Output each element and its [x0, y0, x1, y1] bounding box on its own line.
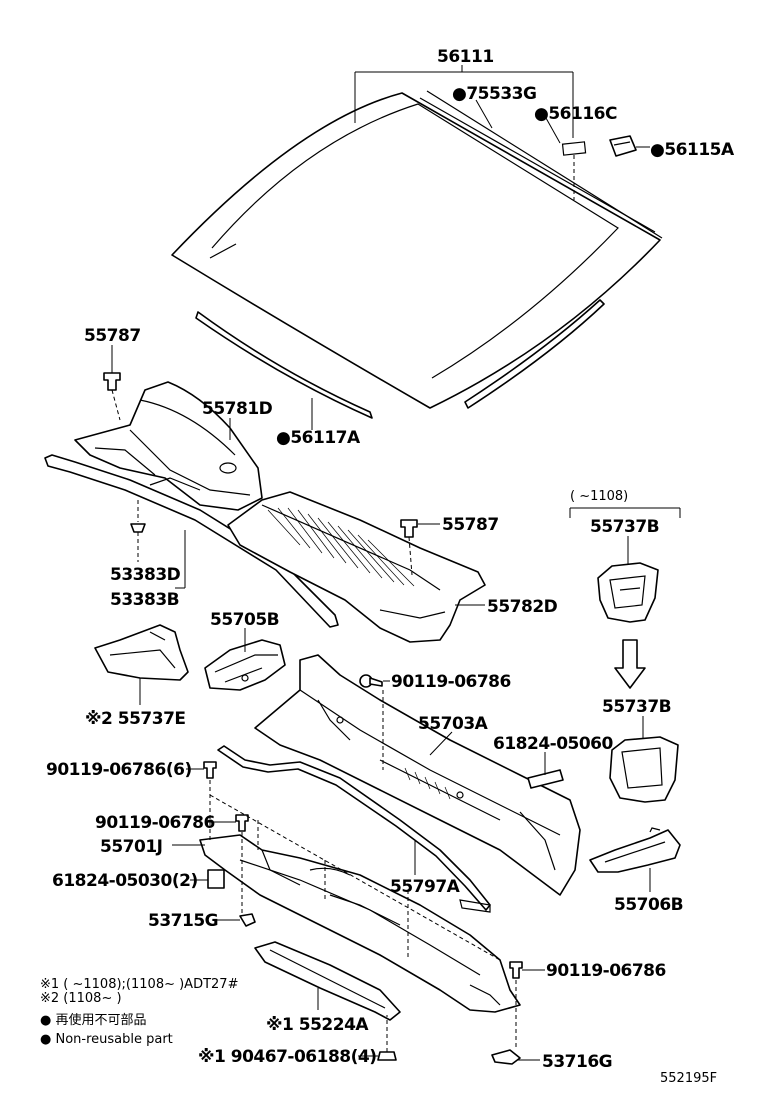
cowl-pad-61824-05060	[527, 769, 564, 789]
label-90119-top: 90119-06786	[391, 672, 511, 692]
rain-sensor-bracket	[609, 135, 637, 157]
label-55787-lower: 55787	[442, 515, 499, 535]
label-55782d: 55782D	[487, 597, 558, 617]
cowl-bracket-55706b	[589, 827, 681, 873]
label-56116c: ●56116C	[534, 104, 617, 124]
label-55737b-lower: 55737B	[602, 697, 671, 717]
label-61824-05060: 61824-05060	[493, 734, 614, 754]
label-55737b-upper: 55737B	[590, 517, 659, 537]
label-90119-left: 90119-06786	[95, 813, 215, 833]
label-53383b: 53383B	[110, 590, 179, 610]
rear-view-mirror-bracket	[561, 141, 587, 156]
clip-55787-lower	[400, 519, 418, 538]
legend-note-2: ※2 (1108~ )	[40, 991, 122, 1006]
label-55737b-range: ( ~1108)	[570, 489, 628, 504]
label-56115a: ●56115A	[650, 140, 735, 160]
label-55224a: ※1 55224A	[266, 1015, 369, 1035]
label-55705b: 55705B	[210, 610, 279, 630]
label-90119-right: 90119-06786	[546, 961, 666, 981]
bolt-90119-top	[359, 674, 383, 688]
label-61824-05030: 61824-05030(2)	[52, 871, 198, 891]
label-53716g: 53716G	[542, 1052, 612, 1072]
cowl-panel-outer	[199, 834, 521, 1013]
cowl-top-vent-louver-left	[74, 381, 263, 511]
cowl-seal-long	[44, 454, 339, 628]
windshield-glass	[171, 90, 663, 409]
legend: ※1 ( ~1108);(1108~ )ADT27# ※2 (1108~ ) ●…	[40, 977, 238, 1047]
bolt-90119-qty6	[203, 761, 217, 779]
legend-nonreusable-en: ● Non-reusable part	[40, 1032, 173, 1047]
windshield-moulding-left	[195, 311, 373, 419]
legend-note-1: ※1 ( ~1108);(1108~ )ADT27#	[40, 977, 238, 992]
bolt-90119-right	[509, 961, 523, 979]
bolt-90119-left	[235, 814, 249, 832]
label-55781d: 55781D	[202, 399, 273, 419]
cowl-to-hood-seal	[217, 745, 491, 913]
pad-61824-05030	[207, 869, 225, 889]
label-56117a: ●56117A	[276, 428, 361, 448]
cowl-side-seal-55737b-upper	[597, 562, 659, 623]
cowl-panel-inner	[254, 654, 581, 896]
clip-53715g	[239, 913, 256, 927]
label-55706b: 55706B	[614, 895, 683, 915]
label-75533g: ●75533G	[452, 84, 536, 104]
nut-90467	[377, 1051, 397, 1061]
windshield-moulding-right	[464, 299, 605, 409]
label-55797a: 55797A	[390, 877, 461, 897]
part-labels: 56111 ●75533G ●56116C ●56115A 55787 5578…	[46, 47, 735, 1086]
label-53715g: 53715G	[148, 911, 218, 931]
label-90119-qty6: 90119-06786(6)	[46, 760, 192, 780]
label-55703a: 55703A	[418, 714, 489, 734]
label-56111: 56111	[437, 47, 494, 67]
replacement-arrow	[614, 639, 646, 689]
leader-lines	[111, 65, 681, 1061]
label-90467: ※1 90467-06188(4)	[198, 1047, 376, 1067]
cowl-under-cover	[254, 941, 401, 1021]
clip-53716g	[491, 1049, 521, 1065]
clip-55787-upper	[103, 372, 121, 391]
label-53383d: 53383D	[110, 565, 181, 585]
clip-53383d	[130, 523, 146, 533]
cowl-bracket-55705b	[204, 639, 286, 691]
label-55787-upper: 55787	[84, 326, 141, 346]
label-55737e: ※2 55737E	[85, 709, 186, 729]
diagram-code: 552195F	[660, 1071, 717, 1086]
cowl-side-seal-55737e	[94, 624, 189, 681]
cowl-side-seal-55737b-lower	[609, 736, 679, 803]
cowl-top-vent-louver-right	[227, 491, 486, 643]
label-55701j: 55701J	[100, 837, 162, 857]
legend-nonreusable-jp: ● 再使用不可部品	[40, 1012, 146, 1028]
